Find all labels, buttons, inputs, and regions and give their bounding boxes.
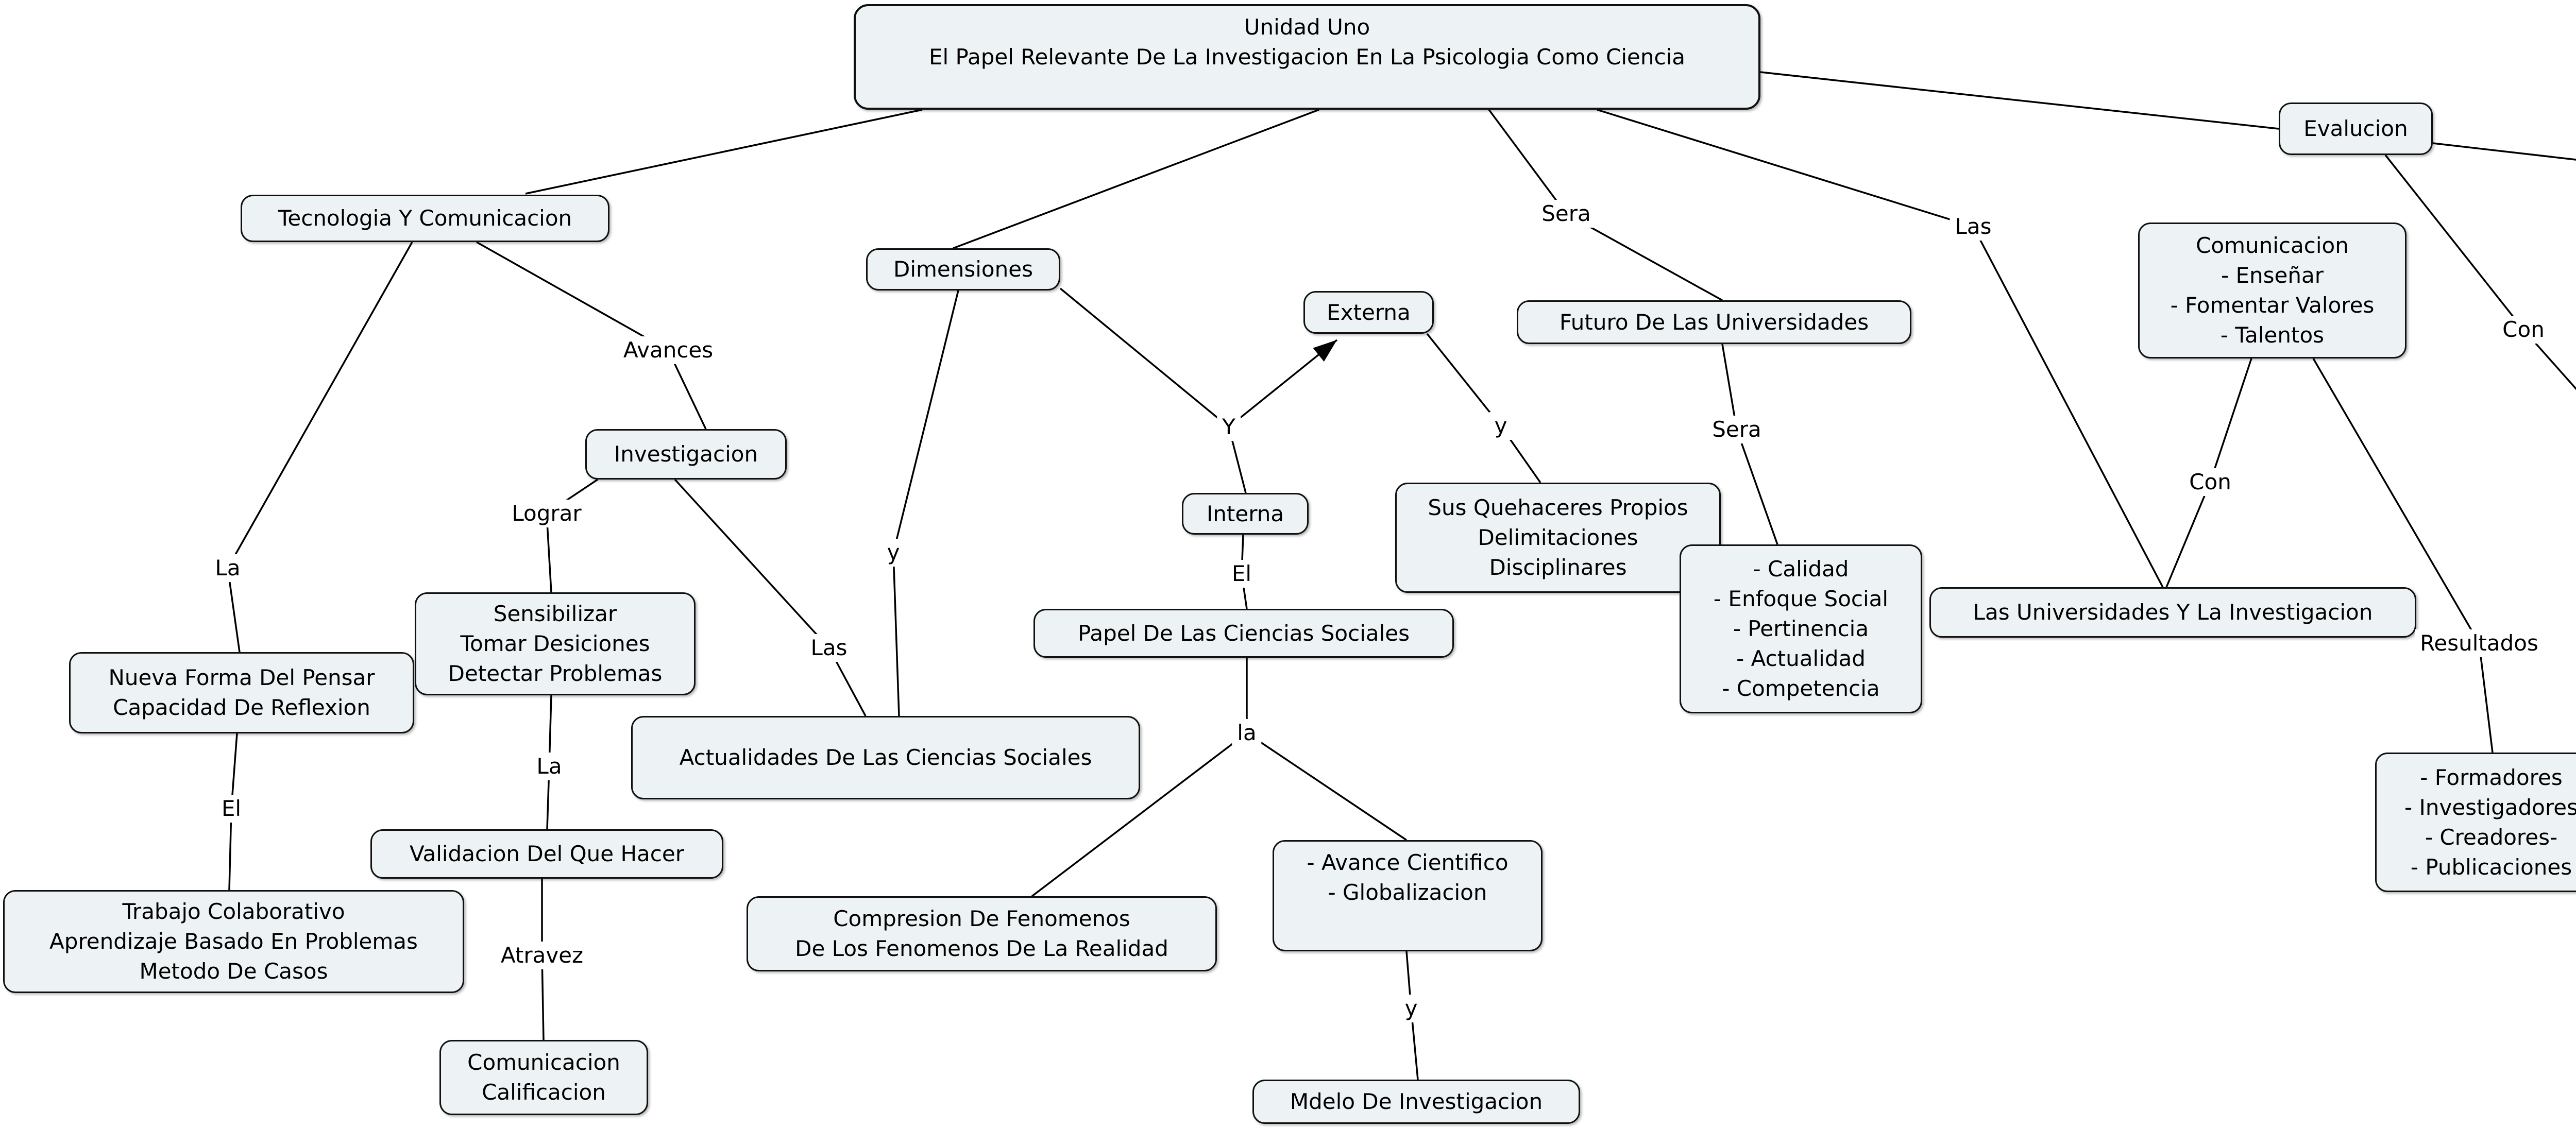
concept-node-formadores[interactable]: - Formadores - Investigadores - Creadore… bbox=[2375, 753, 2576, 892]
link-label-y-4[interactable]: y bbox=[1399, 995, 1423, 1022]
concept-node-comunicacion-ensenar[interactable]: Comunicacion - Enseñar - Fomentar Valore… bbox=[2138, 223, 2406, 358]
concept-node-interna[interactable]: Interna bbox=[1182, 493, 1309, 535]
edge-title-evalucion bbox=[1760, 71, 2279, 130]
concept-node-papel[interactable]: Papel De Las Ciencias Sociales bbox=[1033, 609, 1454, 658]
link-label-la-2[interactable]: La bbox=[531, 753, 567, 780]
link-label-el-1[interactable]: El bbox=[216, 795, 247, 823]
concept-node-las-universidades[interactable]: Las Universidades Y La Investigacion bbox=[1929, 587, 2416, 638]
edge-title-tecnologia bbox=[525, 109, 923, 195]
edge-comunicacion-resultados-formadores bbox=[2312, 358, 2494, 753]
concept-node-investigacion[interactable]: Investigacion bbox=[585, 429, 787, 480]
edge-dimensiones-y-actualidades bbox=[892, 290, 959, 716]
edge-tecnologia-la-nuevaforma bbox=[227, 242, 413, 653]
concept-node-mdelo[interactable]: Mdelo De Investigacion bbox=[1252, 1080, 1580, 1124]
link-label-el-2[interactable]: El bbox=[1226, 560, 1257, 588]
concept-node-nueva-forma[interactable]: Nueva Forma Del Pensar Capacidad De Refl… bbox=[69, 652, 414, 733]
concept-node-title[interactable]: Unidad Uno El Papel Relevante De La Inve… bbox=[854, 4, 1760, 110]
link-label-con-2[interactable]: Con bbox=[2497, 316, 2550, 344]
link-label-y-1[interactable]: y bbox=[882, 539, 905, 567]
link-label-sera-1[interactable]: Sera bbox=[1536, 200, 1596, 228]
concept-node-avance[interactable]: - Avance Cientifico - Globalizacion bbox=[1273, 840, 1543, 951]
link-label-la-1[interactable]: La bbox=[210, 554, 246, 582]
link-label-lograr[interactable]: Lograr bbox=[506, 500, 587, 527]
concept-node-compresion[interactable]: Compresion De Fenomenos De Los Fenomenos… bbox=[747, 896, 1217, 971]
concept-node-tecnologia[interactable]: Tecnologia Y Comunicacion bbox=[241, 195, 609, 242]
link-label-avances[interactable]: Avances bbox=[618, 336, 719, 364]
link-label-las-2[interactable]: Las bbox=[1950, 213, 1997, 241]
concept-node-dimensiones[interactable]: Dimensiones bbox=[866, 248, 1060, 290]
edge-la-compresion bbox=[1031, 732, 1248, 897]
arrowhead-icon bbox=[1313, 340, 1337, 362]
link-label-con-1[interactable]: Con bbox=[2184, 468, 2236, 496]
edge-investigacion-las-actualidades bbox=[674, 478, 867, 716]
concept-node-evalucion[interactable]: Evalucion bbox=[2279, 102, 2433, 155]
link-label-atravez[interactable]: Atravez bbox=[495, 942, 589, 969]
edge-title-dimensiones bbox=[953, 109, 1319, 249]
link-label-las-1[interactable]: Las bbox=[805, 634, 853, 662]
concept-node-trabajo[interactable]: Trabajo Colaborativo Aprendizaje Basado … bbox=[3, 890, 464, 993]
concept-node-actualidades[interactable]: Actualidades De Las Ciencias Sociales bbox=[631, 716, 1140, 799]
edge-futuro-sera-calidad bbox=[1721, 344, 1778, 545]
concept-node-futuro[interactable]: Futuro De Las Universidades bbox=[1517, 300, 1911, 344]
link-label-resultados[interactable]: Resultados bbox=[2415, 629, 2544, 657]
edge-investigacion-lograr-sensibilizar bbox=[546, 478, 598, 593]
link-label-y-2[interactable]: Y bbox=[1217, 413, 1241, 441]
concept-node-comunicacion-calificacion[interactable]: Comunicacion Calificacion bbox=[439, 1040, 648, 1115]
edge-evalucion-construcion bbox=[2432, 142, 2576, 161]
edge-externa-y-susquehaceres bbox=[1426, 333, 1541, 484]
link-label-y-3[interactable]: y bbox=[1489, 412, 1513, 440]
edge-la-avance bbox=[1246, 732, 1407, 841]
concept-node-calidad[interactable]: - Calidad - Enfoque Social - Pertinencia… bbox=[1680, 544, 1922, 713]
edge-tecnologia-avances-investigacion bbox=[476, 241, 707, 430]
concept-node-sensibilizar[interactable]: Sensibilizar Tomar Desiciones Detectar P… bbox=[415, 592, 696, 695]
link-label-sera-2[interactable]: Sera bbox=[1707, 416, 1767, 443]
edge-dimensiones-y2 bbox=[1059, 287, 1230, 428]
concept-node-validacion[interactable]: Validacion Del Que Hacer bbox=[370, 829, 723, 879]
link-label-la-3[interactable]: la bbox=[1232, 719, 1262, 747]
concept-node-externa[interactable]: Externa bbox=[1303, 291, 1434, 334]
concept-node-sus-quehaceres[interactable]: Sus Quehaceres Propios Delimitaciones Di… bbox=[1395, 483, 1721, 593]
